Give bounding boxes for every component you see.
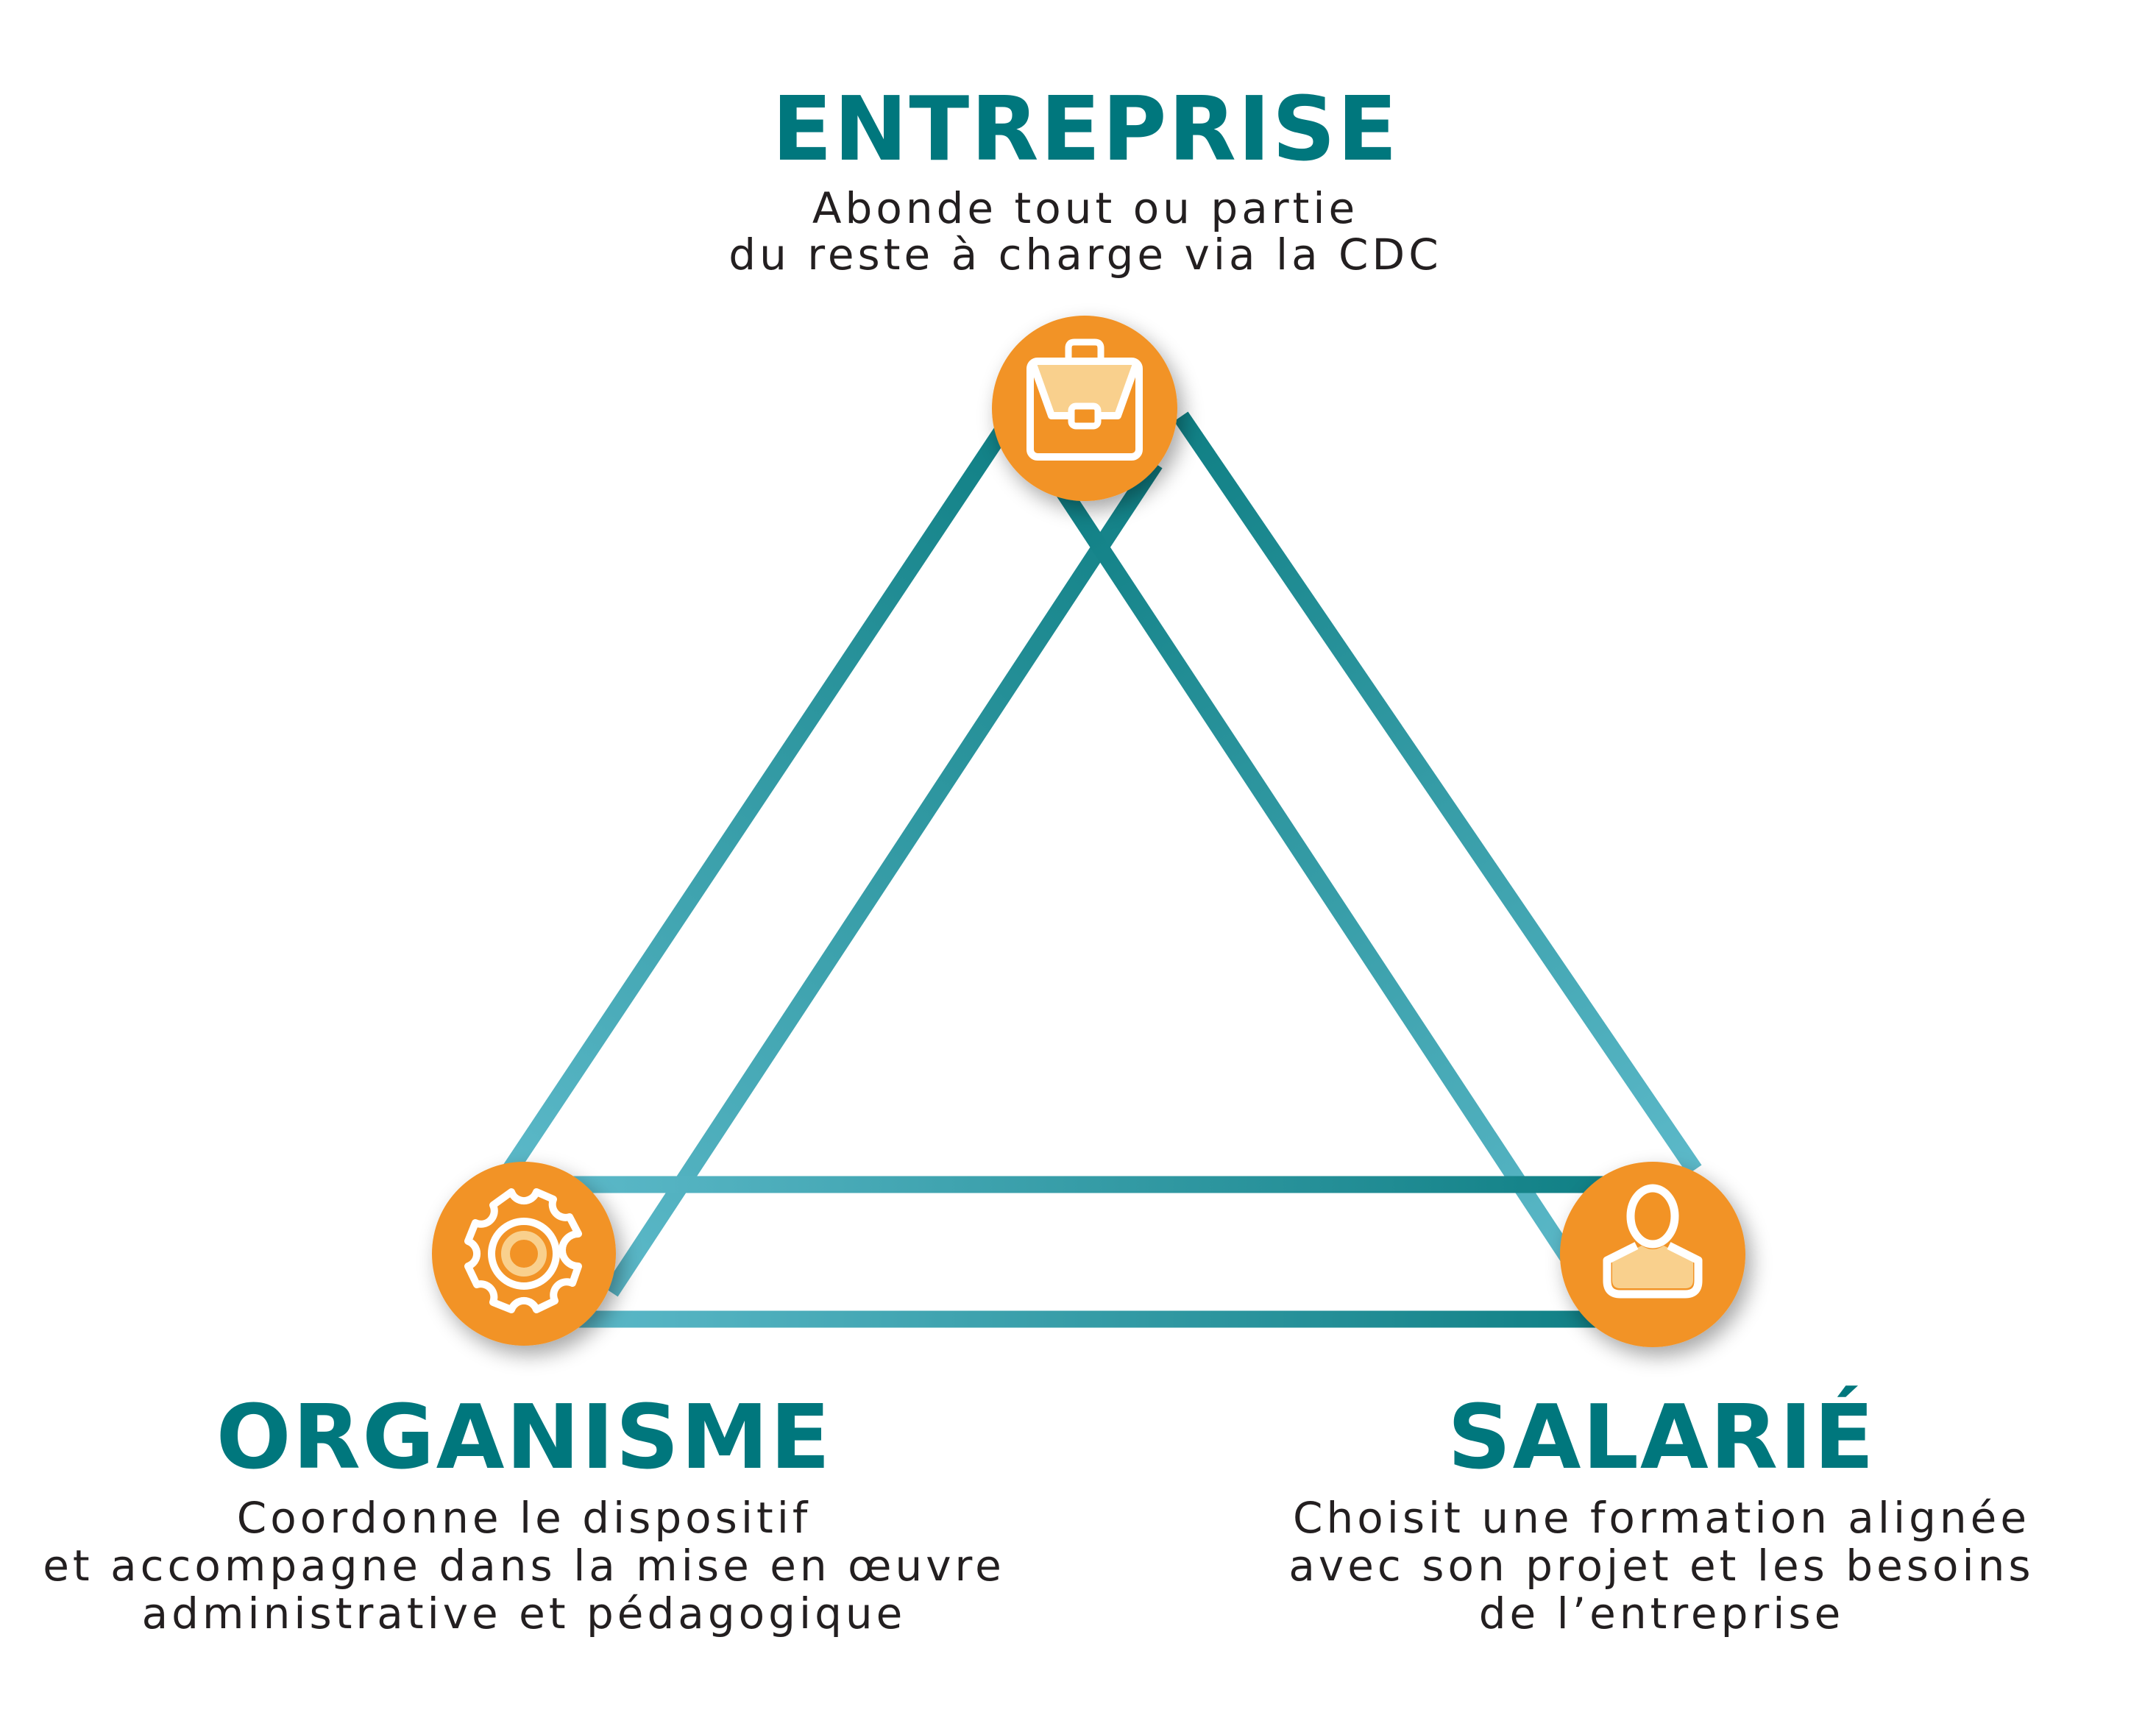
line-entreprise-organisme-inner	[603, 458, 1163, 1297]
node-organisme: ORGANISME Coordonne le dispositif et acc…	[43, 1162, 1005, 1639]
entreprise-desc-line-1: Abonde tout ou partie	[812, 183, 1358, 233]
salarie-desc-line-1: Choisit une formation alignée	[1293, 1493, 2030, 1543]
entreprise-desc-line-2: du reste à charge via la CDC	[728, 230, 1442, 280]
line-entreprise-organisme-outer	[495, 411, 1019, 1186]
salarie-desc-line-2: avec son projet et les besoins	[1288, 1541, 2034, 1591]
entreprise-title: ENTREPRISE	[772, 79, 1399, 181]
organisme-circle	[432, 1162, 616, 1346]
person-icon	[1603, 1184, 1703, 1299]
line-entreprise-salarie-inner	[1052, 480, 1589, 1284]
organisme-desc-line-1: Coordonne le dispositif	[237, 1493, 812, 1543]
briefcase-icon	[1026, 338, 1143, 461]
node-entreprise: ENTREPRISE Abonde tout ou partie du rest…	[728, 79, 1442, 501]
organisme-desc-line-2: et accompagne dans la mise en œuvre	[43, 1541, 1005, 1591]
connection-lines	[495, 411, 1702, 1328]
organisme-title: ORGANISME	[216, 1387, 832, 1489]
gear-icon	[464, 1188, 582, 1313]
organisme-desc-line-3: administrative et pédagogique	[142, 1588, 907, 1639]
node-salarie: SALARIÉ Choisit une formation alignée av…	[1288, 1162, 2034, 1639]
line-entreprise-salarie-outer	[1174, 411, 1702, 1175]
salarie-title: SALARIÉ	[1447, 1386, 1876, 1489]
salarie-desc-line-3: de l’entreprise	[1479, 1588, 1845, 1639]
